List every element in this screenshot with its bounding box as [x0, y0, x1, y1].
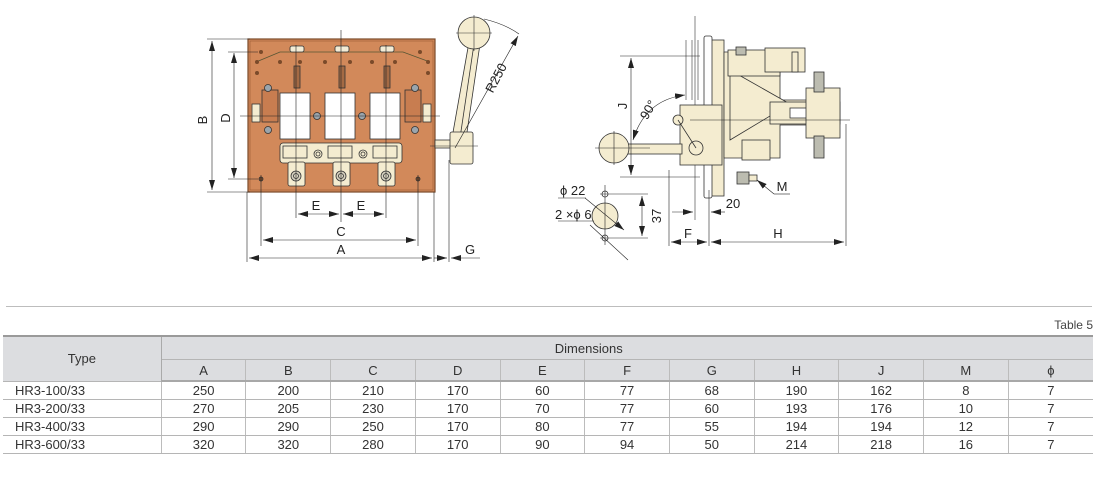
- column-header: E: [500, 359, 586, 382]
- dim-label-hole: 2 ×ϕ 6: [555, 207, 592, 222]
- value-cell: 170: [415, 435, 501, 454]
- value-cell: 70: [500, 399, 586, 418]
- front-view-drawing: [207, 15, 520, 262]
- value-cell: 7: [1008, 435, 1093, 454]
- dim-label-c: C: [336, 224, 345, 239]
- value-cell: 55: [669, 417, 755, 436]
- value-cell: 280: [330, 435, 416, 454]
- value-cell: 170: [415, 381, 501, 400]
- dim-label-phi22: ϕ 22: [560, 183, 585, 198]
- column-header: ϕ: [1008, 359, 1093, 382]
- dim-label-90deg: 90°: [637, 97, 660, 122]
- column-header: H: [754, 359, 840, 382]
- value-cell: 214: [754, 435, 840, 454]
- value-cell: 194: [754, 417, 840, 436]
- column-header: A: [161, 359, 247, 382]
- column-group-header-dimensions: Dimensions: [161, 335, 1093, 360]
- side-view-drawing: [558, 16, 850, 261]
- value-cell: 12: [923, 417, 1009, 436]
- column-header: B: [245, 359, 332, 382]
- column-header: F: [584, 359, 670, 382]
- value-cell: 290: [245, 417, 332, 436]
- dim-label-h: H: [773, 226, 782, 241]
- value-cell: 7: [1008, 399, 1093, 418]
- table-caption: Table 5: [1054, 318, 1093, 332]
- value-cell: 68: [669, 381, 755, 400]
- column-header: G: [669, 359, 755, 382]
- column-header: D: [415, 359, 501, 382]
- table-header-row-group: Type Dimensions: [3, 335, 1093, 382]
- value-cell: 77: [584, 399, 670, 418]
- value-cell: 210: [330, 381, 416, 400]
- type-cell: HR3-600/33: [3, 435, 162, 454]
- value-cell: 90: [500, 435, 586, 454]
- value-cell: 10: [923, 399, 1009, 418]
- type-cell: HR3-100/33: [3, 381, 162, 400]
- operating-handle: [430, 15, 492, 165]
- dim-label-j: J: [615, 103, 630, 110]
- value-cell: 176: [838, 399, 924, 418]
- value-cell: 77: [584, 381, 670, 400]
- value-cell: 50: [669, 435, 755, 454]
- column-header: C: [330, 359, 416, 382]
- value-cell: 16: [923, 435, 1009, 454]
- value-cell: 170: [415, 399, 501, 418]
- dim-label-f: F: [684, 226, 692, 241]
- value-cell: 250: [330, 417, 416, 436]
- value-cell: 94: [584, 435, 670, 454]
- value-cell: 205: [245, 399, 332, 418]
- value-cell: 320: [245, 435, 332, 454]
- dim-label-r250: R250: [482, 61, 510, 95]
- value-cell: 77: [584, 417, 670, 436]
- technical-drawings: B D E E C A G R250: [195, 15, 850, 262]
- column-header: M: [923, 359, 1009, 382]
- value-cell: 8: [923, 381, 1009, 400]
- value-cell: 194: [838, 417, 924, 436]
- value-cell: 218: [838, 435, 924, 454]
- column-header-type: Type: [3, 335, 162, 382]
- value-cell: 60: [669, 399, 755, 418]
- value-cell: 270: [161, 399, 247, 418]
- dim-label-37: 37: [649, 209, 664, 223]
- value-cell: 7: [1008, 417, 1093, 436]
- value-cell: 193: [754, 399, 840, 418]
- value-cell: 60: [500, 381, 586, 400]
- value-cell: 80: [500, 417, 586, 436]
- value-cell: 7: [1008, 381, 1093, 400]
- value-cell: 230: [330, 399, 416, 418]
- value-cell: 190: [754, 381, 840, 400]
- hole-pattern-detail: [558, 185, 648, 261]
- dim-label-20: 20: [726, 196, 740, 211]
- value-cell: 290: [161, 417, 247, 436]
- column-header: J: [838, 359, 924, 382]
- dim-label-m: M: [777, 179, 788, 194]
- dim-label-e2: E: [357, 198, 366, 213]
- value-cell: 170: [415, 417, 501, 436]
- value-cell: 320: [161, 435, 247, 454]
- section-divider: [6, 306, 1092, 307]
- type-cell: HR3-400/33: [3, 417, 162, 436]
- dim-label-g: G: [465, 242, 475, 257]
- value-cell: 200: [245, 381, 332, 400]
- dim-label-b: B: [195, 116, 210, 125]
- dim-label-e1: E: [312, 198, 321, 213]
- dim-label-a: A: [337, 242, 346, 257]
- value-cell: 162: [838, 381, 924, 400]
- value-cell: 250: [161, 381, 247, 400]
- type-cell: HR3-200/33: [3, 399, 162, 418]
- dim-label-d: D: [218, 113, 233, 122]
